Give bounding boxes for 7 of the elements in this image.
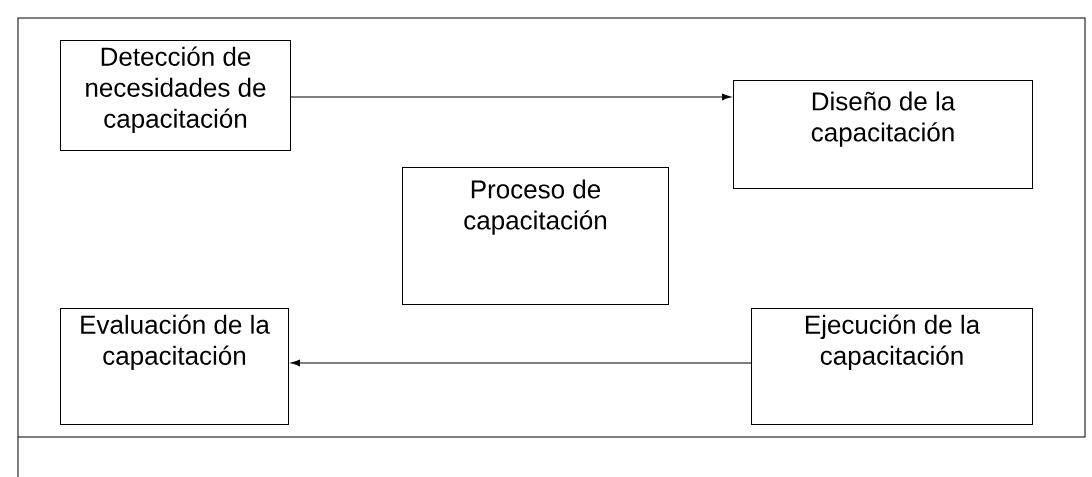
process-box: Ejecución de la capacitación	[751, 308, 1033, 425]
process-box: Evaluación de la capacitación	[60, 308, 289, 425]
arrow	[290, 93, 732, 101]
process-box: Detección de necesidades de capacitación	[60, 40, 291, 151]
arrow	[290, 359, 752, 367]
process-box: Diseño de la capacitación	[733, 80, 1033, 189]
process-box: Proceso de capacitación	[402, 167, 669, 305]
